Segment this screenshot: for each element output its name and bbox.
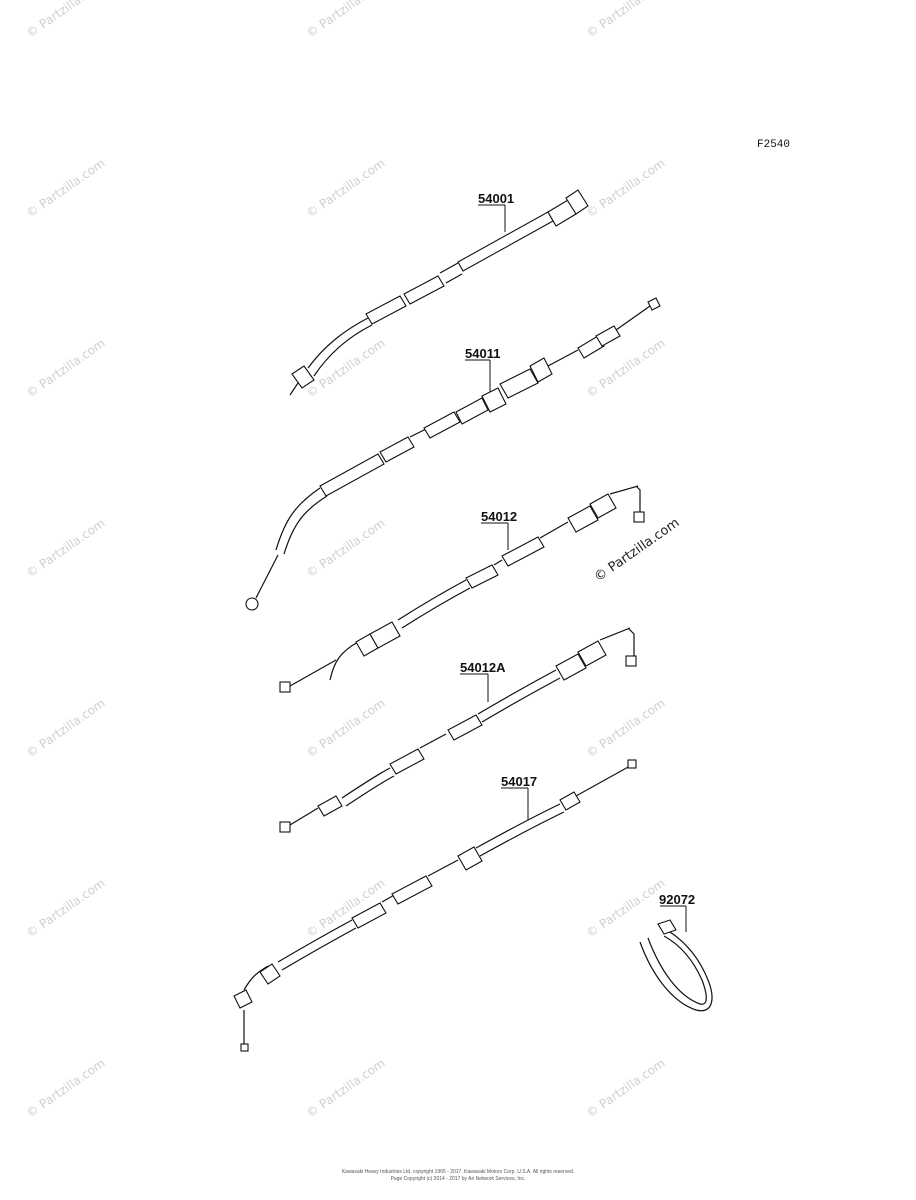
cable-54012a[interactable]: 54012A — [279, 627, 637, 833]
watermark: © Partzilla.com — [24, 336, 108, 401]
watermark: © Partzilla.com — [24, 876, 108, 941]
watermark-layer: © Partzilla.com © Partzilla.com © Partzi… — [24, 0, 668, 1120]
watermark: © Partzilla.com — [304, 1056, 388, 1121]
watermark: © Partzilla.com — [24, 1056, 108, 1121]
watermark: © Partzilla.com — [584, 696, 668, 761]
watermark: © Partzilla.com — [304, 336, 388, 401]
watermark: © Partzilla.com — [304, 696, 388, 761]
figure-code: F2540 — [757, 139, 790, 151]
part-label-54012a: 54012A — [460, 660, 506, 675]
footer-page-copyright: Page Copyright (c) 2014 - 2017 by Ari Ne… — [391, 1176, 526, 1182]
center-watermark: © Partzilla.com — [592, 515, 683, 585]
cable-54001[interactable]: 54001 — [289, 189, 589, 396]
watermark: © Partzilla.com — [24, 516, 108, 581]
part-label-54017: 54017 — [501, 774, 537, 789]
watermark: © Partzilla.com — [304, 0, 388, 40]
cable-54011[interactable]: 54011 — [245, 297, 661, 611]
watermark: © Partzilla.com — [584, 876, 668, 941]
part-label-92072: 92072 — [659, 892, 695, 907]
cable-54012[interactable]: 54012 — [279, 485, 645, 693]
watermark: © Partzilla.com — [584, 0, 668, 40]
watermark: © Partzilla.com — [24, 696, 108, 761]
watermark: © Partzilla.com — [24, 0, 108, 40]
watermark: © Partzilla.com — [304, 156, 388, 221]
watermark: © Partzilla.com — [584, 1056, 668, 1121]
part-label-54001: 54001 — [478, 191, 514, 206]
cable-54017[interactable]: 54017 — [233, 759, 637, 1052]
clamp-92072[interactable]: 92072 — [639, 892, 713, 1012]
watermark: © Partzilla.com — [24, 156, 108, 221]
part-label-54011: 54011 — [465, 346, 500, 361]
watermark: © Partzilla.com — [304, 516, 388, 581]
footer-copyright: Kawasaki Heavy Industries Ltd. copyright… — [342, 1169, 574, 1175]
watermark: © Partzilla.com — [584, 156, 668, 221]
part-label-54012: 54012 — [481, 509, 517, 524]
